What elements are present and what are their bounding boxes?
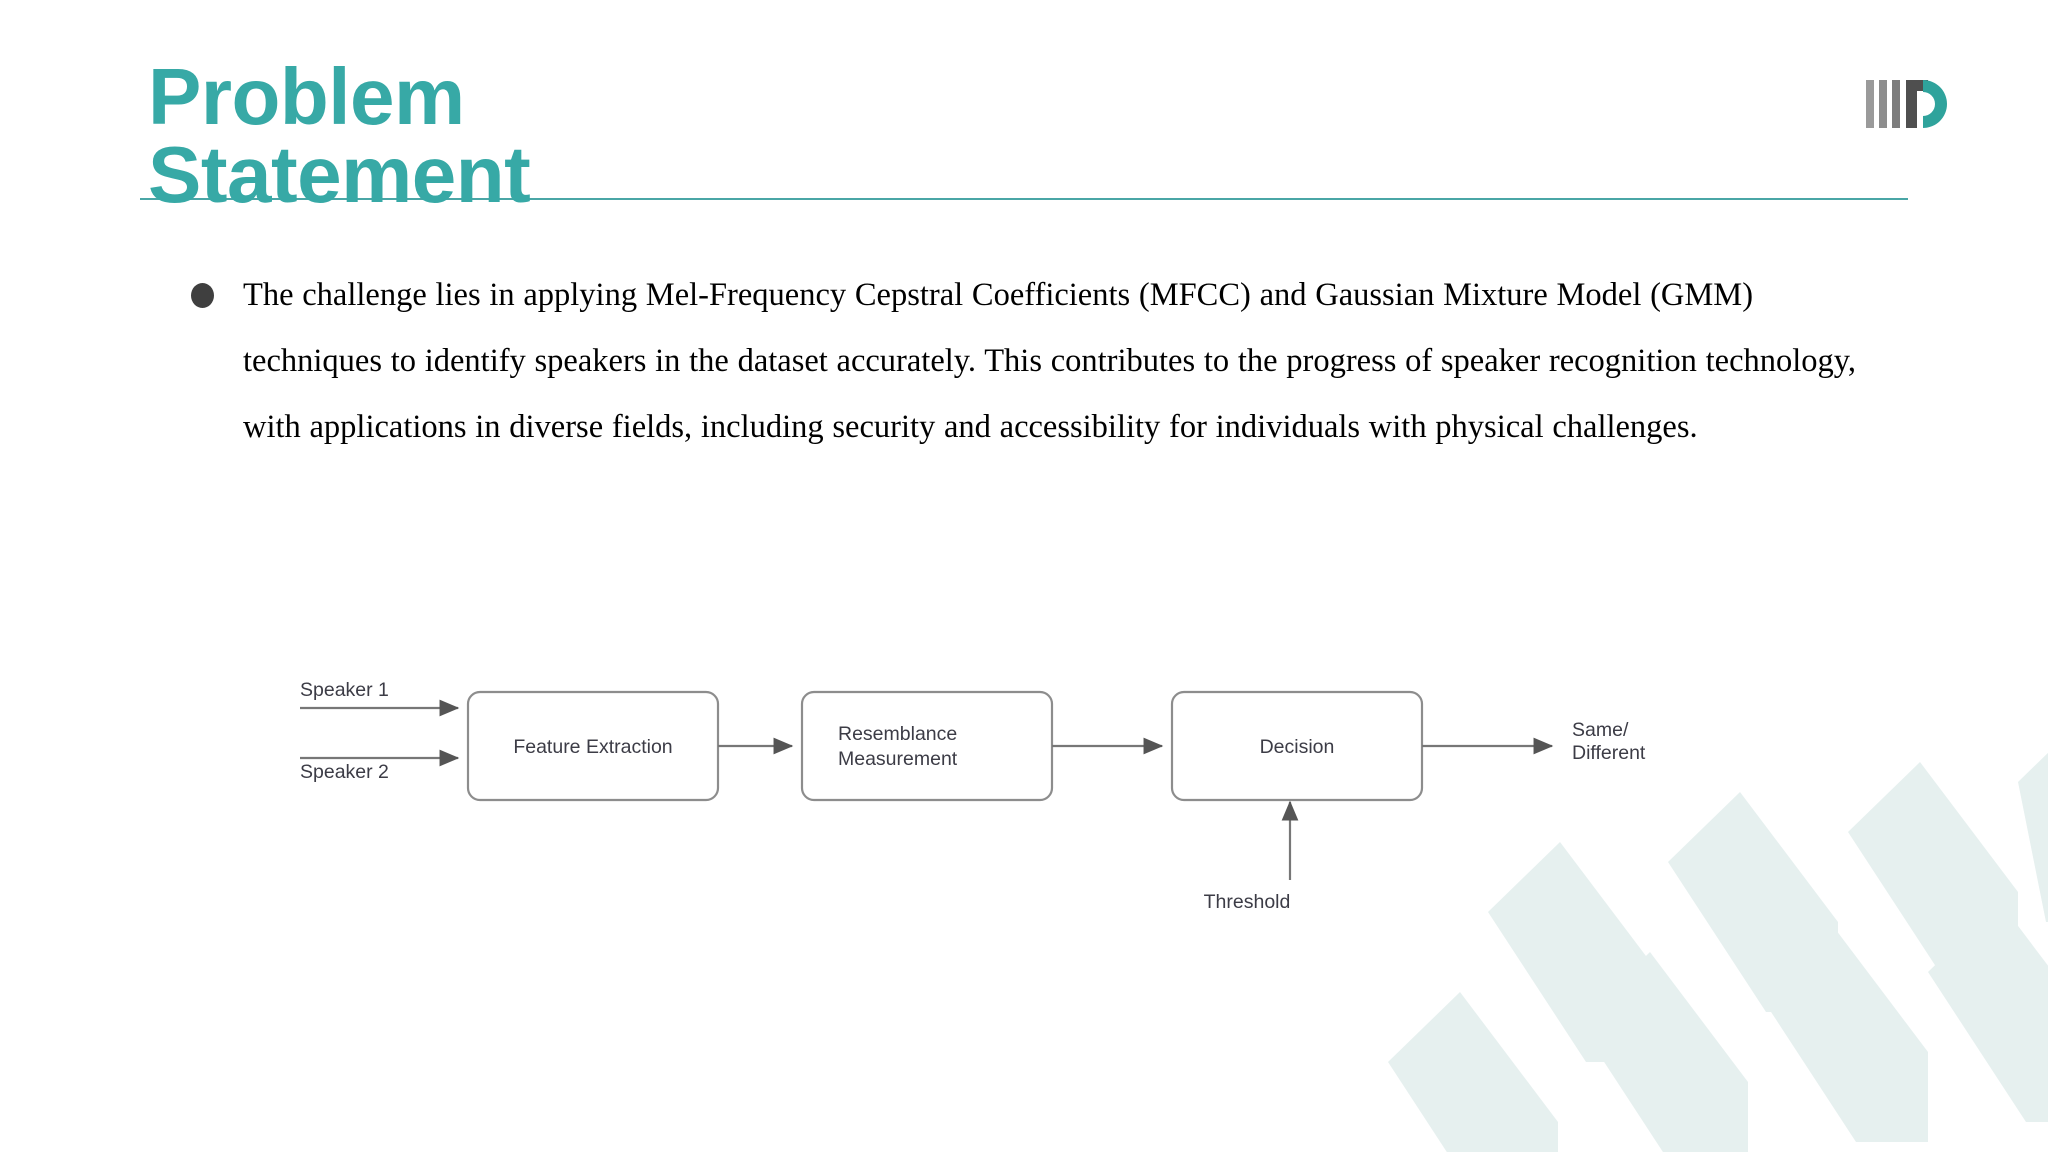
input-label-speaker-2: Speaker 2 <box>300 761 389 783</box>
output-label-line1: Same/ <box>1572 719 1629 741</box>
output-label-line2: Different <box>1572 742 1646 764</box>
speaker-verification-flowchart: Speaker 1 Speaker 2 Feature Extraction R… <box>300 650 1720 930</box>
node-label-resemblance-line1: Resemblance <box>838 723 957 745</box>
problem-statement-paragraph: The challenge lies in applying Mel-Frequ… <box>243 277 1857 445</box>
node-resemblance-measurement <box>800 690 1054 802</box>
iiitd-logo-icon <box>1866 80 1947 128</box>
node-label-feature-extraction: Feature Extraction <box>513 736 672 758</box>
page-title: Problem Statement <box>148 52 531 220</box>
body-content: The challenge lies in applying Mel-Frequ… <box>183 262 1883 460</box>
input-label-speaker-1: Speaker 1 <box>300 679 389 701</box>
bullet-dot-icon <box>191 283 214 308</box>
node-label-resemblance-line2: Measurement <box>838 748 958 770</box>
input-label-threshold: Threshold <box>1204 891 1291 913</box>
title-divider <box>140 198 1908 200</box>
node-label-decision: Decision <box>1260 736 1335 758</box>
bullet-list-item: The challenge lies in applying Mel-Frequ… <box>183 262 1883 460</box>
